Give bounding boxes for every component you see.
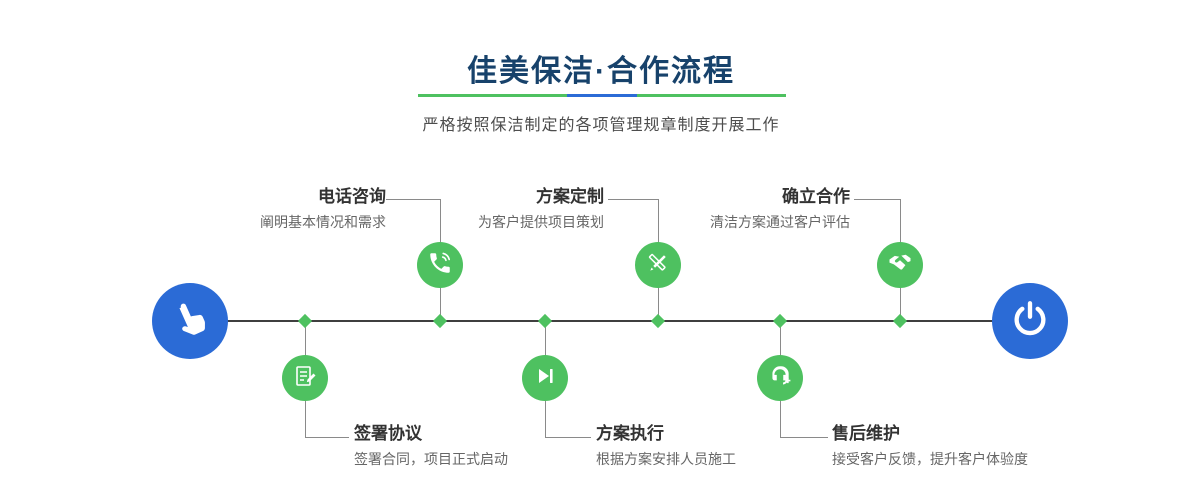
phone-icon [427, 250, 453, 281]
step-plan-execution: 方案执行 根据方案安排人员施工 [596, 423, 826, 469]
headset-icon [767, 363, 793, 394]
timeline-node-marker [432, 313, 448, 329]
step-title: 方案执行 [596, 424, 664, 443]
node-phone-consult [417, 242, 463, 288]
connector-line [386, 199, 440, 200]
step-phone-consult: 电话咨询 阐明基本情况和需求 [186, 186, 386, 232]
step-desc: 签署合同，项目正式启动 [354, 451, 508, 467]
step-desc: 接受客户反馈，提升客户体验度 [832, 451, 1028, 467]
step-desc: 为客户提供项目策划 [478, 214, 604, 230]
step-title: 确立合作 [782, 187, 850, 206]
end-circle [992, 283, 1068, 359]
connector-line [780, 437, 828, 438]
page-title: 佳美保洁·合作流程 [467, 55, 735, 88]
connector-line [854, 199, 900, 200]
step-sign-agreement: 签署协议 签署合同，项目正式启动 [354, 423, 584, 469]
node-establish-cooperation [877, 242, 923, 288]
timeline-node-marker [892, 313, 908, 329]
contract-icon [293, 364, 317, 393]
title-divider [418, 94, 786, 97]
handshake-icon [886, 249, 914, 282]
title-divider-accent [567, 94, 637, 97]
timeline-line [190, 320, 1030, 322]
connector-line [545, 437, 591, 438]
step-desc: 清洁方案通过客户评估 [710, 214, 850, 230]
pen-ruler-icon [645, 250, 671, 281]
step-title: 签署协议 [354, 424, 422, 443]
step-title: 售后维护 [832, 424, 900, 443]
page-subtitle: 严格按照保洁制定的各项管理规章制度开展工作 [422, 117, 780, 134]
play-icon [533, 364, 557, 393]
node-plan-execution [522, 355, 568, 401]
connector-line [305, 437, 349, 438]
pointing-hand-icon [163, 292, 218, 349]
step-title: 电话咨询 [318, 187, 386, 206]
timeline-node-marker [772, 313, 788, 329]
connector-line [608, 199, 658, 200]
timeline-node-marker [297, 313, 313, 329]
start-circle [152, 283, 228, 359]
step-after-sales: 售后维护 接受客户反馈，提升客户体验度 [832, 423, 1082, 469]
timeline-node-marker [537, 313, 553, 329]
step-desc: 阐明基本情况和需求 [260, 214, 386, 230]
step-desc: 根据方案安排人员施工 [596, 451, 736, 467]
node-after-sales [757, 355, 803, 401]
power-icon [1010, 299, 1050, 344]
node-plan-design [635, 242, 681, 288]
timeline-node-marker [650, 313, 666, 329]
step-title: 方案定制 [536, 187, 604, 206]
step-plan-design: 方案定制 为客户提供项目策划 [408, 186, 604, 232]
node-sign-agreement [282, 355, 328, 401]
step-establish-cooperation: 确立合作 清洁方案通过客户评估 [654, 186, 850, 232]
